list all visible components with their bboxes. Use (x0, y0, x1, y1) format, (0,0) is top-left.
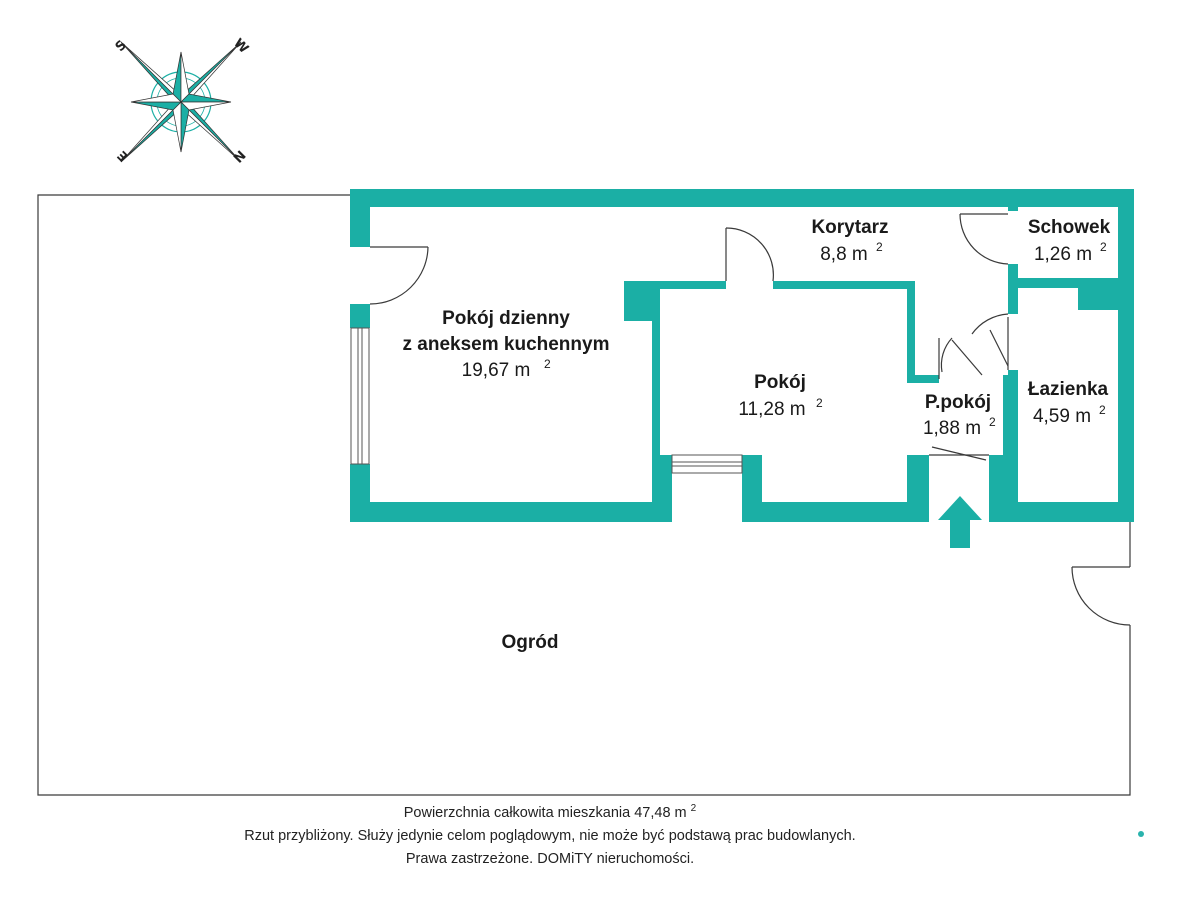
wall-bottom-room (742, 502, 923, 522)
wall-room-top-right (773, 281, 915, 289)
wall-pantry-right-side (1003, 375, 1011, 522)
footer-disclaimer: Rzut przybliżony. Służy jedynie celom po… (244, 828, 856, 844)
room-label-corridor: Korytarz 8,8 m 2 (811, 217, 888, 265)
room-area-storage: 1,26 m (1034, 244, 1092, 265)
room-name-corridor: Korytarz (811, 217, 888, 238)
wall-left-mid (350, 304, 370, 328)
windows (350, 327, 743, 474)
wall-storage-bottom (1008, 278, 1134, 288)
room-area-bathroom-sup: 2 (1099, 403, 1106, 417)
wall-pillar-left (624, 283, 660, 321)
room-label-storage: Schowek 1,26 m 2 (1028, 217, 1111, 265)
wall-pantry-left (907, 455, 929, 522)
room-name-living-1: Pokój dzienny (442, 308, 570, 329)
room-name-living-2: z aneksem kuchennym (403, 334, 610, 355)
wall-room-right (907, 281, 915, 381)
room-label-living: Pokój dzienny z aneksem kuchennym 19,67 … (403, 308, 610, 381)
wall-pillar-bottom-right (742, 455, 762, 522)
window-room (671, 454, 743, 474)
compass-letter-n: N (229, 146, 247, 164)
room-label-room: Pokój 11,28 m 2 (738, 372, 823, 420)
room-label-bathroom: Łazienka 4,59 m 2 (1028, 379, 1109, 427)
compass-letter-w: W (230, 36, 251, 57)
wall-bathroom-left (1008, 370, 1018, 522)
walls (350, 189, 1134, 522)
wall-bottom-living (350, 502, 672, 522)
wall-bottom-right (998, 502, 1134, 522)
room-area-storage-sup: 2 (1100, 240, 1107, 254)
wall-storage-left (1008, 264, 1018, 314)
footer-notes: Powierzchnia całkowita mieszkania 47,48 … (150, 802, 950, 871)
room-area-pantry-sup: 2 (989, 415, 996, 429)
decorative-dot (1138, 831, 1144, 837)
room-area-room-sup: 2 (816, 396, 823, 410)
room-name-pantry: P.pokój (925, 392, 991, 413)
doors (369, 213, 1131, 626)
entrance-arrow-icon (938, 496, 982, 548)
garden-outline (37, 194, 1131, 796)
window-living (350, 327, 370, 465)
wall-pantry-top (907, 375, 939, 383)
compass-letter-s: S (113, 38, 130, 55)
compass-main-points (130, 51, 232, 153)
compass-letter-e: E (115, 147, 132, 164)
room-area-bathroom: 4,59 m (1033, 406, 1091, 427)
room-name-garden: Ogród (502, 632, 559, 653)
room-area-living: 19,67 m (462, 360, 531, 381)
wall-bathroom-pillar (1078, 278, 1134, 310)
room-area-living-sup: 2 (544, 357, 551, 371)
wall-storage-left-top (1008, 189, 1018, 211)
room-area-pantry: 1,88 m (923, 418, 981, 439)
wall-right-lower (1118, 285, 1134, 522)
room-name-bathroom: Łazienka (1028, 379, 1109, 400)
room-label-pantry: P.pokój 1,88 m 2 (923, 392, 996, 439)
wall-top (350, 189, 1134, 207)
footer-total-area: Powierzchnia całkowita mieszkania 47,48 … (403, 803, 697, 821)
wall-pillar-bottom-left (652, 455, 672, 522)
wall-left-top (350, 189, 370, 247)
room-area-corridor-sup: 2 (876, 240, 883, 254)
room-name-room: Pokój (754, 372, 806, 393)
footer-copyright: Prawa zastrzeżone. DOMiTY nieruchomości. (405, 851, 695, 867)
room-name-storage: Schowek (1028, 217, 1111, 238)
compass-rose-icon: S W E N (113, 36, 251, 165)
wall-partition-living-room (652, 285, 660, 522)
room-area-room: 11,28 m (738, 399, 805, 420)
wall-room-top-left (624, 281, 726, 289)
room-area-corridor: 8,8 m (820, 244, 868, 265)
